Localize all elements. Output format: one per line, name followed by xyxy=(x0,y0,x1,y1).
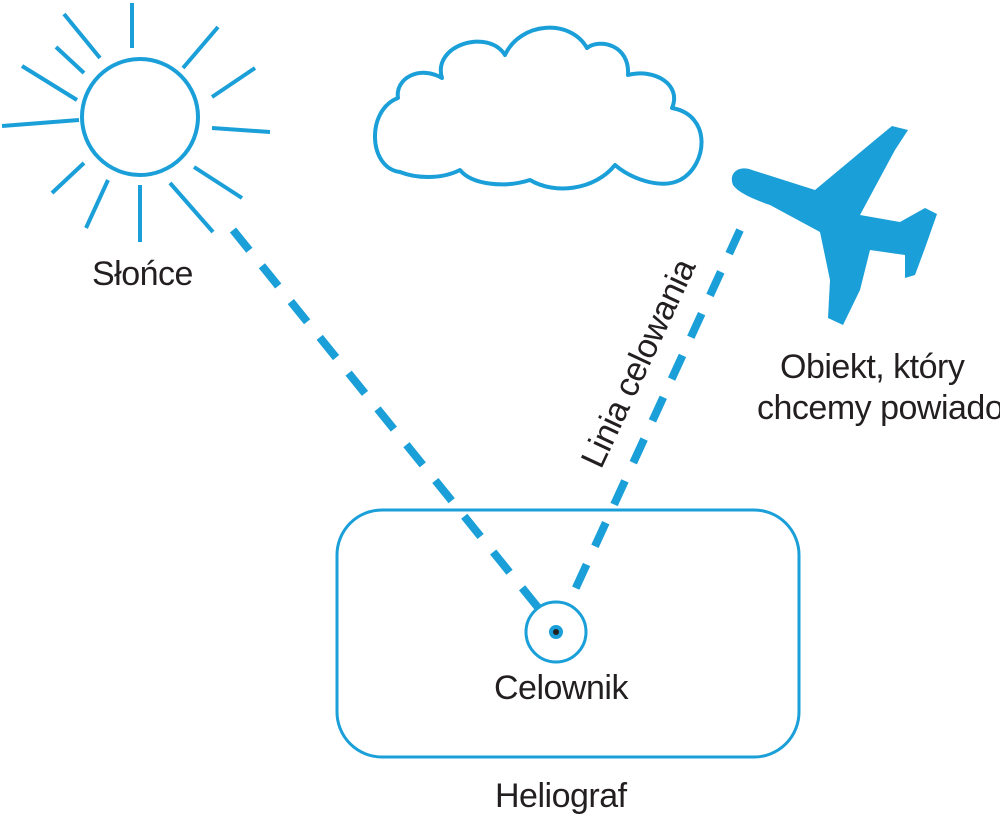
light-paths xyxy=(229,227,744,613)
sun-label: Słońce xyxy=(92,255,193,293)
sight-label: Celownik xyxy=(494,669,629,707)
heliograph-label: Heliograf xyxy=(495,777,628,815)
line-of-sight xyxy=(564,228,744,607)
airplane-icon xyxy=(731,126,937,325)
object-label-line2: chcemy powiadomić xyxy=(757,389,1000,427)
sun-icon xyxy=(1,3,271,242)
heliograph-box xyxy=(335,508,801,759)
sight-icon xyxy=(524,600,588,664)
object-label-line1: Obiekt, który xyxy=(780,348,965,386)
line-of-sight-label: Linia celowania xyxy=(574,253,704,474)
sun-ray-line xyxy=(229,227,544,613)
cloud-icon xyxy=(373,25,704,191)
